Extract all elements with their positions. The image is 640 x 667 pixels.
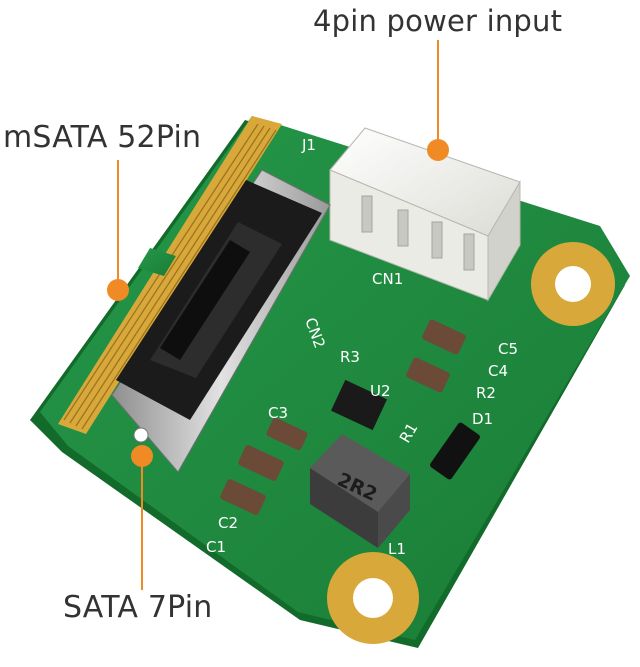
capacitor-c3	[266, 417, 308, 451]
capacitor-c1	[220, 479, 266, 515]
silk-c3: C3	[268, 404, 288, 422]
silk-r2: R2	[476, 384, 496, 402]
callout-sata-label: SATA 7Pin	[63, 590, 213, 625]
mounting-hole-bottom	[327, 552, 419, 644]
callout-sata-pointer	[131, 445, 153, 590]
silk-r3: R3	[340, 348, 360, 366]
regulator-chip-u2	[330, 379, 388, 431]
mounting-hole-top-right	[531, 242, 615, 326]
callout-power-pointer	[427, 40, 449, 161]
diode-d1	[430, 422, 480, 480]
silk-cn1: CN1	[372, 270, 403, 288]
silk-c1: C1	[206, 538, 226, 556]
silk-c5: C5	[498, 340, 518, 358]
gold-edge-contacts	[58, 116, 282, 434]
capacitor-c4	[406, 357, 450, 393]
power-connector-4pin	[329, 127, 521, 302]
silk-j1: J1	[301, 136, 316, 154]
silk-l1: L1	[388, 540, 406, 558]
capacitor-c2	[238, 445, 284, 481]
callout-power-label: 4pin power input	[313, 4, 563, 38]
inductor-l1	[310, 434, 410, 548]
callout-msata-pointer	[107, 160, 129, 301]
silk-c4: C4	[488, 362, 508, 380]
silk-c2: C2	[218, 514, 238, 532]
sata-connector-7pin	[111, 169, 331, 473]
silk-d1: D1	[472, 410, 493, 428]
callout-msata-label: mSATA 52Pin	[3, 120, 202, 155]
silk-u2: U2	[370, 382, 391, 400]
capacitor-c5	[422, 319, 466, 355]
